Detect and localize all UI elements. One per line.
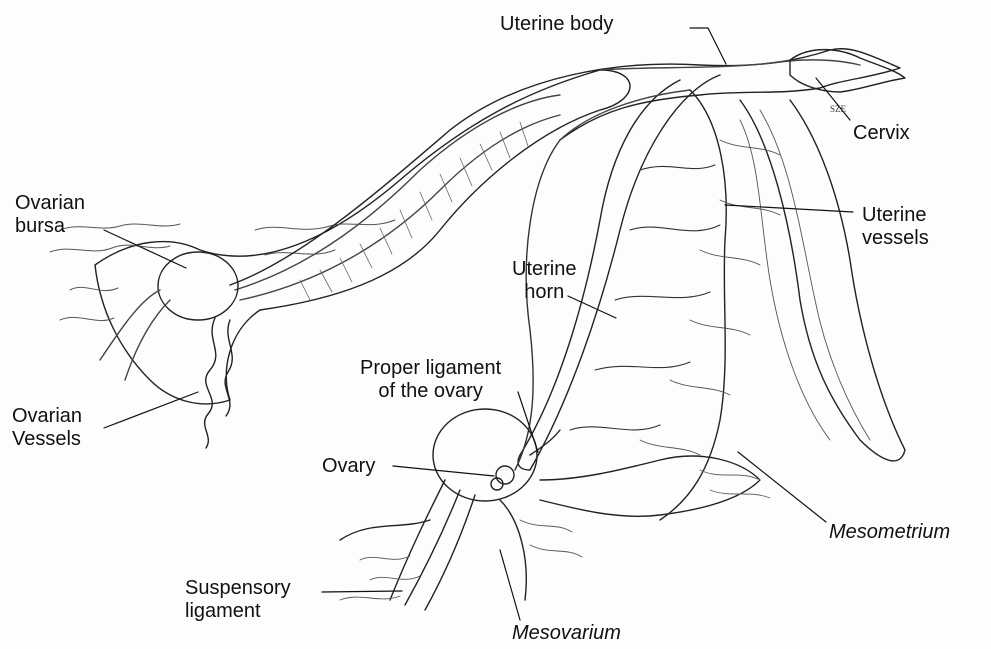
leader-suspensory: [322, 591, 402, 592]
label-suspensory-ligament: Suspensory ligament: [185, 577, 291, 623]
leader-uterine-vessels: [725, 205, 853, 212]
label-mesometrium: Mesometrium: [829, 521, 950, 544]
label-ovarian-bursa: Ovarian bursa: [15, 192, 85, 238]
leader-ovary: [393, 466, 494, 476]
leader-ovarian-vessels: [104, 392, 198, 428]
label-proper-ligament: Proper ligament of the ovary: [360, 357, 501, 403]
label-uterine-horn: Uterine horn: [512, 258, 576, 304]
leader-ovarian-bursa: [104, 230, 186, 268]
label-ovary: Ovary: [322, 455, 375, 478]
label-uterine-vessels: Uterine vessels: [862, 204, 929, 250]
broad-ligament-left: [95, 70, 630, 404]
ovarian-vessels-shape: [205, 318, 216, 448]
artist-mark: SZE: [830, 104, 847, 114]
label-cervix: Cervix: [853, 122, 910, 145]
label-ovarian-vessels: Ovarian Vessels: [12, 405, 82, 451]
label-mesovarium: Mesovarium: [512, 622, 621, 645]
leader-uterine-body: [690, 28, 726, 64]
leader-mesovarium: [500, 550, 520, 620]
label-uterine-body: Uterine body: [500, 13, 613, 36]
ovarian-bursa-shape: [158, 252, 238, 320]
uterine-body-shape: [230, 49, 900, 285]
